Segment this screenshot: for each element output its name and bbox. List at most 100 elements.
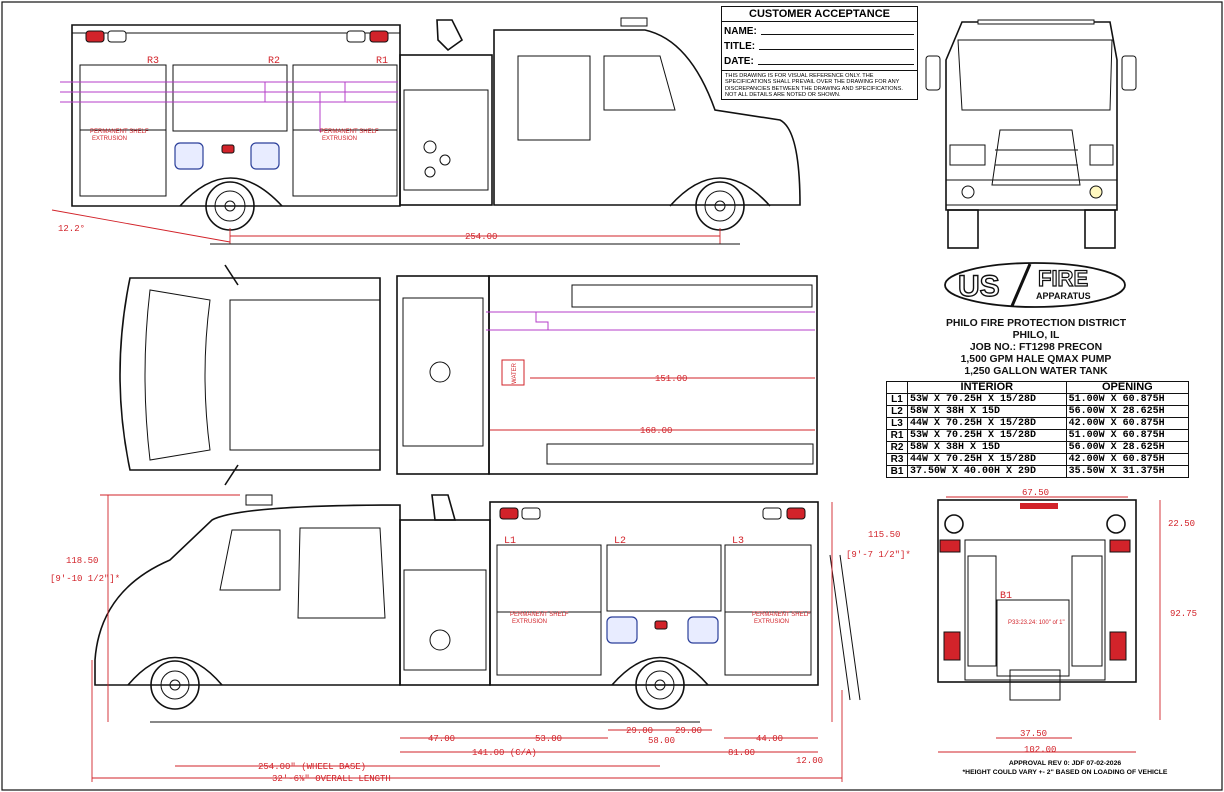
job-line-number: JOB NO.: FT1298 PRECON (969, 342, 1103, 353)
spec-header-interior: INTERIOR (907, 381, 1067, 394)
spec-interior: 58W X 38H X 15D (907, 405, 1067, 418)
dim-rear-102: 102.00 (1024, 745, 1056, 755)
us-fire-apparatus-logo: US FIRE APPARATUS (944, 262, 1126, 308)
dim-plan-151: 151.00 (655, 374, 687, 384)
label-l1: L1 (504, 536, 516, 547)
side-view-right: 254.00 12.2° R3 R2 R1 PERMANENT SHELF EX… (51, 17, 801, 245)
dim-right-height: 115.50 (868, 530, 900, 540)
brand-l3: EXTRUSION (754, 619, 789, 625)
label-r2: R2 (268, 56, 280, 67)
job-line-customer: PHILO FIRE PROTECTION DISTRICT (945, 318, 1127, 329)
acceptance-name-row[interactable]: NAME: (722, 22, 917, 37)
dim-44: 44.00 (756, 734, 783, 744)
spec-id: L1 (886, 393, 908, 406)
acceptance-name-label: NAME: (724, 26, 757, 37)
acceptance-disclaimer: THIS DRAWING IS FOR VISUAL REFERENCE ONL… (722, 70, 917, 101)
spec-opening: 42.00W X 60.875H (1065, 453, 1190, 466)
spec-id: L3 (886, 417, 908, 430)
dim-rear-37: 37.50 (1020, 729, 1047, 739)
dim-side-wheelbase: 254.00 (465, 232, 497, 242)
label-l3: L3 (732, 536, 744, 547)
dim-81: 81.00 (728, 748, 755, 758)
dim-rear-92: 92.75 (1170, 609, 1197, 619)
label-r3: R3 (147, 56, 159, 67)
rear-view: B1 P33:23.24: 100" of 1" 67.50 22.50 92.… (937, 488, 1197, 755)
spec-interior: 37.50W X 40.00H X 29D (907, 465, 1067, 478)
spec-interior: 44W X 70.25H X 15/28D (907, 417, 1067, 430)
placard-r3: PERMANENT SHELF (90, 129, 149, 135)
acceptance-title-row[interactable]: TITLE: (722, 37, 917, 52)
plan-view: WATER 151.00 168.00 (119, 264, 818, 486)
approval-note: APPROVAL REV 0: JDF 07-02-2026 *HEIGHT C… (930, 760, 1200, 777)
placard-r1: PERMANENT SHELF (320, 129, 379, 135)
customer-acceptance-box: CUSTOMER ACCEPTANCE NAME: TITLE: DATE: T… (721, 6, 918, 100)
dim-right-height-ft: [9'-7 1/2"]* (846, 550, 911, 560)
height-note: *HEIGHT COULD VARY +- 2" BASED ON LOADIN… (962, 768, 1168, 776)
job-line-pump: 1,500 GPM HALE QMAX PUMP (960, 354, 1112, 365)
dim-58: 58.00 (648, 736, 675, 746)
brand-r3: EXTRUSION (92, 136, 127, 142)
spec-id: L2 (886, 405, 908, 418)
dim-rear-22: 22.50 (1168, 519, 1195, 529)
placard-l3: PERMANENT SHELF (752, 612, 811, 618)
acceptance-date-label: DATE: (724, 56, 754, 67)
dim-141: 141.00 (C/A) (472, 748, 537, 758)
acceptance-title-label: TITLE: (724, 41, 756, 52)
spec-interior: 44W X 70.25H X 15/28D (907, 453, 1067, 466)
front-view (925, 19, 1137, 249)
job-line-location: PHILO, IL (1012, 330, 1060, 341)
spec-opening: 56.00W X 28.625H (1065, 405, 1190, 418)
dim-53: 53.00 (535, 734, 562, 744)
spec-interior: 53W X 70.25H X 15/28D (907, 429, 1067, 442)
spec-opening: 56.00W X 28.625H (1065, 441, 1190, 454)
job-line-tank: 1,250 GALLON WATER TANK (964, 366, 1108, 377)
dim-left-height: 118.50 (66, 556, 98, 566)
spec-interior: 53W X 70.25H X 15/28D (907, 393, 1067, 406)
side-view-left: L1 L2 L3 PERMANENT SHELF EXTRUSION PERMA… (50, 494, 911, 784)
logo-us: US (958, 270, 1000, 303)
dim-overall-length: 32'-6⅜" OVERALL LENGTH (272, 774, 391, 784)
dim-wheelbase: 254.00" (WHEEL BASE) (258, 762, 366, 772)
placard-l1: PERMANENT SHELF (510, 612, 569, 618)
spec-header-opening: OPENING (1065, 381, 1190, 394)
approval-line: APPROVAL REV 0: JDF 07-02-2026 (1008, 760, 1122, 767)
rear-small-note: P33:23.24: 100" of 1" (1008, 620, 1065, 626)
spec-id: R1 (886, 429, 908, 442)
dim-47: 47.00 (428, 734, 455, 744)
dim-29a: 29.00 (626, 726, 653, 736)
spec-header-row: INTERIOR OPENING (886, 381, 1190, 394)
dim-29b: 29.00 (675, 726, 702, 736)
brand-l1: EXTRUSION (512, 619, 547, 625)
spec-opening: 51.00W X 60.875H (1065, 429, 1190, 442)
label-b1: B1 (1000, 591, 1012, 602)
spec-id: R3 (886, 453, 908, 466)
acceptance-date-row[interactable]: DATE: (722, 52, 917, 67)
spec-opening: 42.00W X 60.875H (1065, 417, 1190, 430)
dim-plan-168: 168.00 (640, 426, 672, 436)
dim-rear-67: 67.50 (1022, 488, 1049, 498)
spec-id: B1 (886, 465, 908, 478)
spec-header-id (886, 381, 908, 394)
spec-id: R2 (886, 441, 908, 454)
label-r1: R1 (376, 56, 388, 67)
spec-opening: 35.50W X 31.375H (1065, 465, 1190, 478)
logo-fire: FIRE (1038, 266, 1088, 291)
label-l2: L2 (614, 536, 626, 547)
spec-interior: 58W X 38H X 15D (907, 441, 1067, 454)
dim-left-height-ft: [9'-10 1/2"]* (50, 574, 120, 584)
brand-r1: EXTRUSION (322, 136, 357, 142)
job-title-block: PHILO FIRE PROTECTION DISTRICT PHILO, IL… (886, 318, 1186, 378)
spec-opening: 51.00W X 60.875H (1065, 393, 1190, 406)
label-water: WATER (512, 362, 518, 384)
dim-12: 12.00 (796, 756, 823, 766)
dim-departure-angle: 12.2° (58, 224, 85, 234)
